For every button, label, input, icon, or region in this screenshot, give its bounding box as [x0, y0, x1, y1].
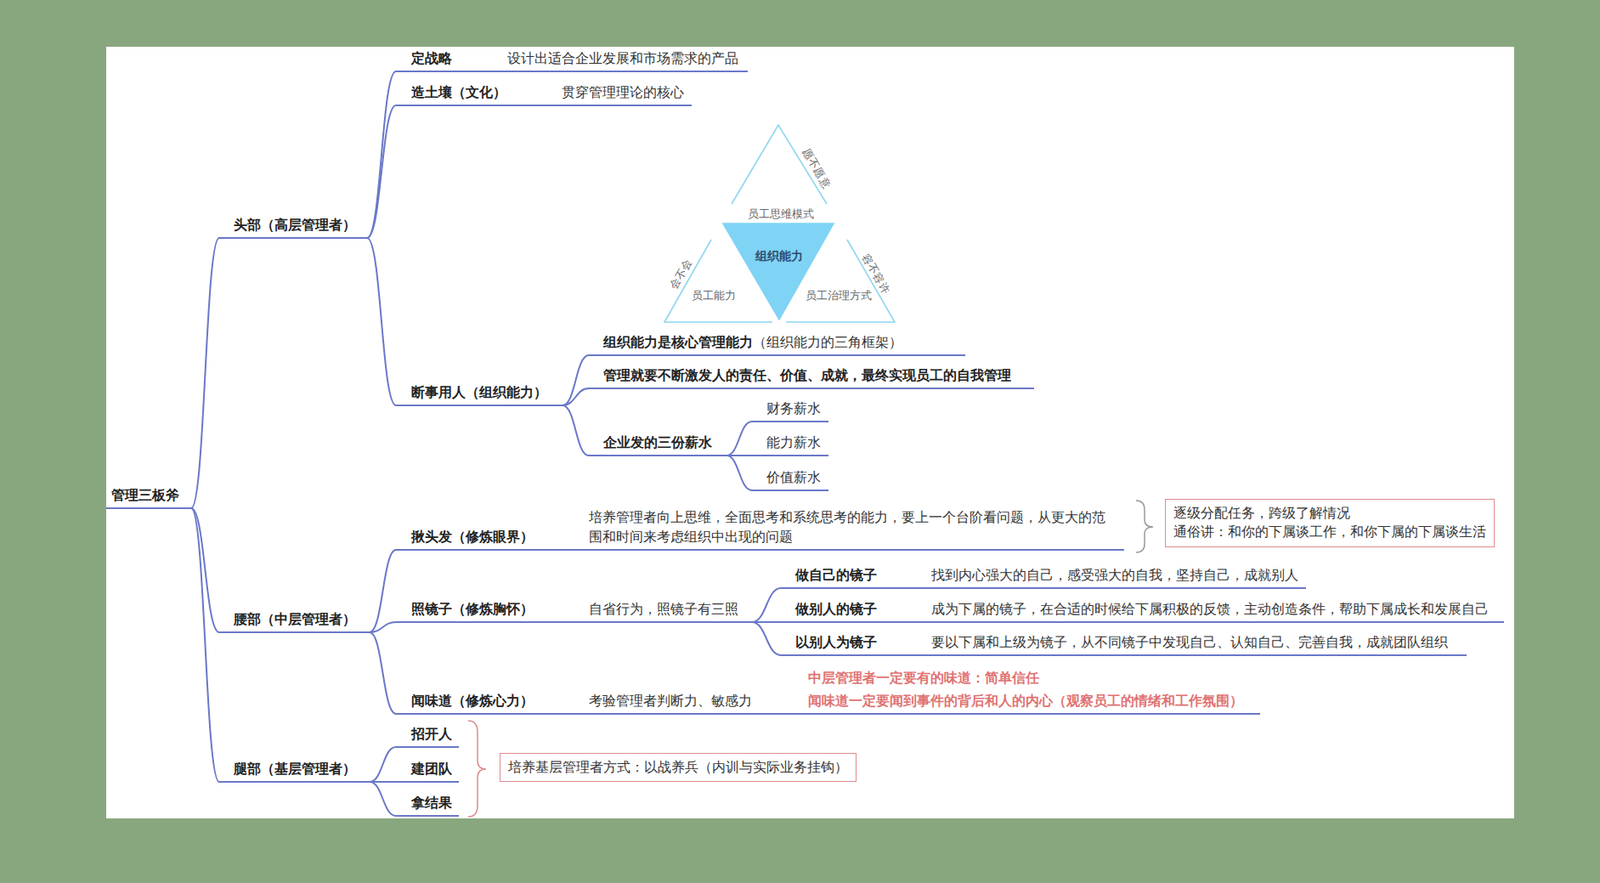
topic-node: 招开人 — [395, 724, 459, 748]
branch-connector — [369, 549, 396, 633]
topic-node: 组织能力是核心管理能力（组织能力的三角框架） — [588, 333, 966, 357]
topic-title: 价值薪水 — [766, 468, 821, 487]
figure-label: 会不会 — [667, 255, 695, 291]
branch-connector — [562, 355, 589, 406]
topic-title: 以别人为镜子 — [795, 633, 877, 652]
topic-note: 培养管理者向上思维，全面思考和系统思考的能力，要上一个台阶看问题，从更大的范围和… — [588, 508, 1116, 547]
topic-note: 考验管理者判断力、敏感力 — [588, 691, 752, 711]
triangle-center — [723, 223, 834, 320]
branch-connector — [367, 71, 396, 238]
branch-connector — [191, 508, 220, 633]
topic-node: 做自己的镜子 找到内心强大的自己，感受强大的自我，坚持自己，成就别人 — [780, 565, 1307, 589]
topic-title: 闻味道（修炼心力） — [411, 691, 534, 711]
topic-title: 做自己的镜子 — [795, 565, 877, 585]
topic-title: 拿结果 — [411, 793, 453, 813]
figure-label: 组织能力 — [755, 248, 803, 263]
branch-connector — [367, 105, 396, 238]
topic-title: 揪头发（修炼眼界） — [411, 527, 534, 547]
topic-title: 管理就要不断激发人的责任、价值、成就，最终实现员工的自我管理 — [603, 366, 1012, 385]
topic-node: 断事用人（组织能力） — [395, 383, 563, 407]
topic-title: 财务薪水 — [766, 399, 821, 419]
topic-title: 企业发的三份薪水 — [603, 433, 713, 453]
branch-connector — [726, 455, 752, 491]
topic-title: 头部（高层管理者） — [233, 215, 357, 235]
branch-connector — [369, 746, 396, 782]
topic-title: 造土壤（文化） — [411, 83, 507, 102]
topic-node: 腰部（中层管理者） — [219, 610, 370, 634]
topic-title: 招开人 — [411, 724, 453, 744]
branch-connector — [191, 237, 220, 509]
topic-node: 管理三板斧 — [106, 486, 192, 509]
topic-note: 成为下属的镜子，在合适的时候给下属积极的反馈，主动创造条件，帮助下属成长和发展自… — [931, 599, 1489, 619]
note-box: 培养基层管理者方式：以战养兵（内训与实际业务挂钩） — [499, 752, 857, 782]
branch-connector — [751, 587, 781, 622]
topic-note: 设计出适合企业发展和市场需求的产品 — [507, 49, 739, 68]
topic-node: 做别人的镜子 成为下属的镜子，在合适的时候给下属积极的反馈，主动创造条件，帮助下属… — [780, 599, 1504, 623]
topic-node: 照镜子（修炼胸怀） 自省行为，照镜子有三照 — [395, 599, 752, 623]
topic-note: （组织能力的三角框架） — [752, 333, 903, 352]
topic-node: 能力薪水 — [751, 433, 829, 457]
topic-node: 以别人为镜子 要以下属和上级为镜子，从不同镜子中发现自己、认知自己、完善自我，成就… — [780, 633, 1467, 656]
topic-title: 管理三板斧 — [111, 486, 180, 505]
topic-note: 闻味道一定要闻到事件的背后和人的内心（观察员工的情绪和工作氛围） — [808, 691, 1244, 711]
topic-node: 揪头发（修炼眼界） 培养管理者向上思维，全面思考和系统思考的能力，要上一个台阶看问… — [395, 508, 1125, 551]
topic-node: 定战略 设计出适合企业发展和市场需求的产品 — [395, 49, 748, 73]
branch-connector — [367, 237, 396, 406]
topic-node: 价值薪水 — [751, 468, 829, 492]
curly-bracket — [468, 720, 487, 817]
branch-connector — [369, 621, 396, 633]
branch-connector — [369, 632, 396, 714]
note-box: 逐级分配任务，跨级了解情况通俗讲：和你的下属谈工作，和你下属的下属谈生活 — [1164, 498, 1495, 548]
figure-label: 员工治理方式 — [805, 288, 872, 302]
triangle-figure — [664, 124, 895, 323]
topic-title: 定战略 — [411, 49, 453, 68]
topic-node: 建团队 — [395, 759, 459, 783]
topic-title: 断事用人（组织能力） — [411, 383, 548, 402]
branch-connector — [562, 388, 589, 406]
topic-node: 造土壤（文化） 贯穿管理理论的核心 — [395, 83, 692, 107]
topic-node: 拿结果 — [395, 793, 459, 817]
topic-note: 贯穿管理理论的核心 — [561, 83, 685, 102]
figure-label: 愿不愿意 — [800, 146, 834, 192]
branch-connector — [191, 508, 220, 782]
topic-note: 自省行为，照镜子有三照 — [588, 599, 739, 619]
branch-connector — [369, 781, 396, 816]
branch-connector — [726, 421, 752, 456]
figure-label: 员工能力 — [691, 288, 736, 302]
topic-title: 能力薪水 — [766, 433, 821, 453]
topic-title: 腰部（中层管理者） — [233, 610, 357, 629]
topic-node: 闻味道（修炼心力） 考验管理者判断力、敏感力 中层管理者一定要有的味道：简单信任闻味… — [395, 668, 1261, 715]
note-text: 培养基层管理者方式：以战养兵（内训与实际业务挂钩） — [508, 757, 849, 777]
topic-title: 腿部（基层管理者） — [233, 759, 357, 779]
topic-note: 找到内心强大的自己，感受强大的自我，坚持自己，成就别人 — [931, 565, 1299, 585]
topic-note: 中层管理者一定要有的味道：简单信任 — [808, 668, 1040, 688]
topic-title: 组织能力是核心管理能力 — [603, 333, 753, 352]
topic-title: 建团队 — [411, 759, 453, 779]
topic-node: 管理就要不断激发人的责任、价值、成就，最终实现员工的自我管理 — [588, 366, 1035, 390]
topic-node: 企业发的三份薪水 — [588, 433, 727, 457]
topic-node: 腿部（基层管理者） — [219, 759, 370, 783]
topic-title: 照镜子（修炼胸怀） — [411, 599, 534, 619]
topic-node: 头部（高层管理者） — [219, 215, 368, 239]
topic-title: 做别人的镜子 — [795, 599, 877, 619]
note-text: 逐级分配任务，跨级了解情况 — [1173, 503, 1487, 523]
topic-node: 财务薪水 — [751, 399, 829, 423]
figure-label: 员工思维模式 — [747, 207, 815, 221]
branch-connector — [751, 621, 781, 656]
note-text: 通俗讲：和你的下属谈工作，和你下属的下属谈生活 — [1173, 522, 1487, 542]
curly-bracket — [1136, 500, 1154, 553]
branch-connector — [562, 405, 589, 456]
topic-note: 要以下属和上级为镜子，从不同镜子中发现自己、认知自己、完善自我，成就团队组织 — [931, 633, 1448, 652]
